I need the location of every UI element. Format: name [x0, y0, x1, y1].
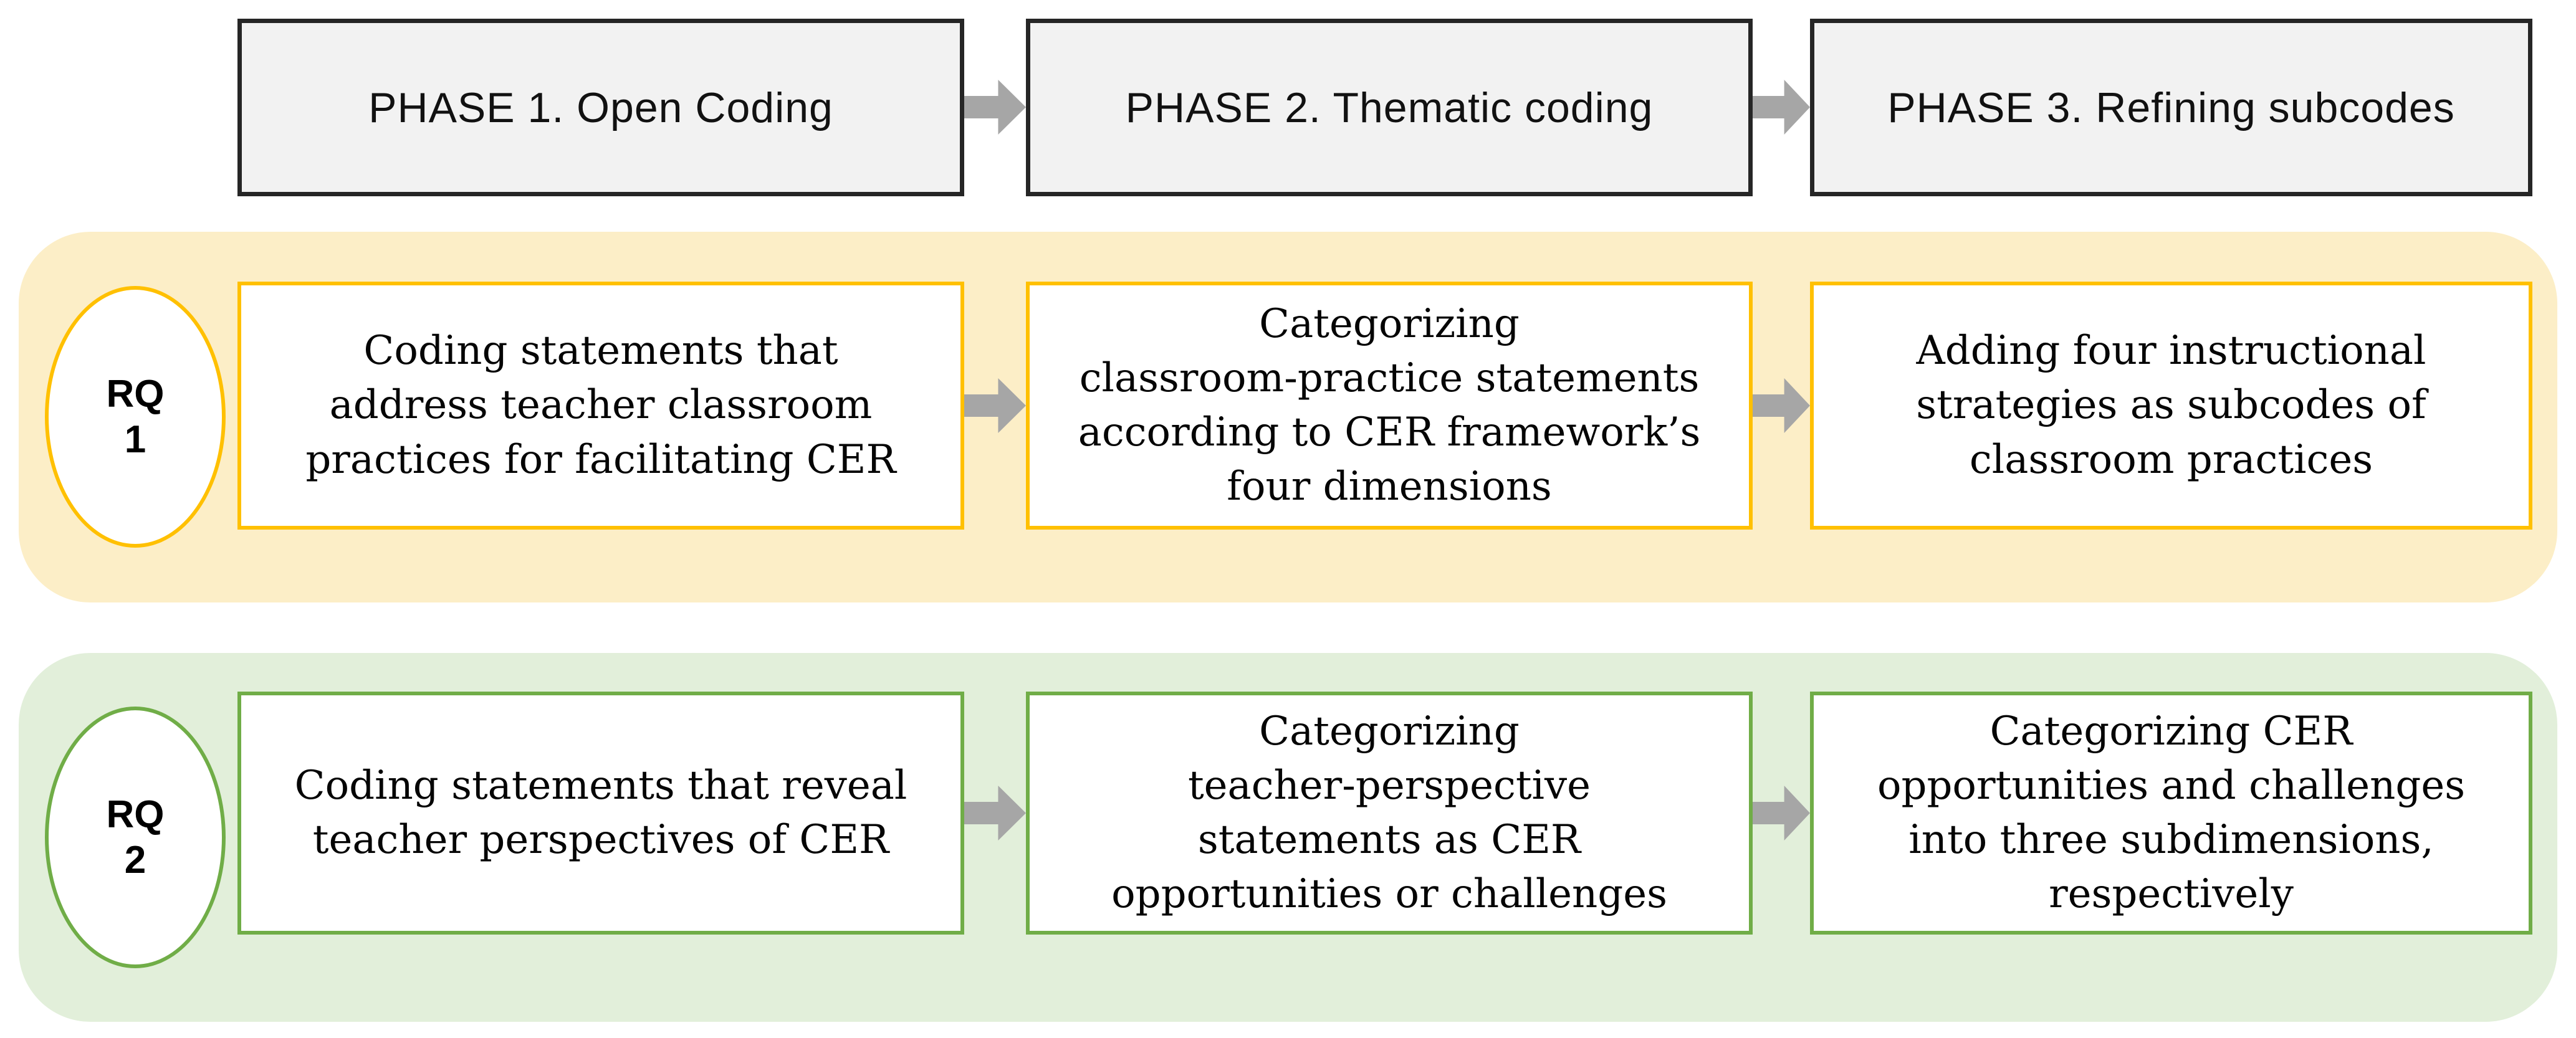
rq1-step-3-box: Adding four instructional strategies as …	[1810, 282, 2532, 530]
step-text-line: address teacher classroom	[329, 382, 873, 429]
rq1-step-1-box: Coding statements that address teacher c…	[237, 282, 964, 530]
step-text-line: into three subdimensions,	[1908, 817, 2434, 863]
arrow-right-icon	[1753, 80, 1810, 135]
arrow-right-icon	[964, 378, 1026, 433]
rq1-badge: RQ 1	[45, 286, 226, 548]
rq-number: 1	[124, 418, 146, 461]
phase-1-label: PHASE 1. Open Coding	[368, 83, 833, 131]
rq1-step-2-box: Categorizing classroom-practice statemen…	[1026, 282, 1753, 530]
step-text-line: four dimensions	[1227, 464, 1552, 510]
step-text-line: Categorizing CER	[1989, 708, 2353, 755]
step-text-line: respectively	[2049, 871, 2294, 918]
rq-label: RQ	[106, 793, 165, 836]
phase-2-label: PHASE 2. Thematic coding	[1125, 83, 1654, 131]
arrow-right-icon	[1753, 786, 1810, 840]
step-text-line: Coding statements that	[363, 328, 838, 374]
rq-number: 2	[124, 839, 146, 882]
arrow-right-icon	[964, 80, 1026, 135]
arrow-right-icon	[964, 786, 1026, 840]
step-text-line: statements as CER	[1197, 817, 1581, 863]
step-text-line: strategies as subcodes of	[1916, 382, 2426, 429]
phase-1-box: PHASE 1. Open Coding	[237, 19, 964, 196]
phase-3-box: PHASE 3. Refining subcodes	[1810, 19, 2532, 196]
step-text-line: opportunities and challenges	[1877, 762, 2466, 809]
step-text-line: teacher perspectives of CER	[312, 817, 889, 863]
step-text-line: Coding statements that reveal	[294, 762, 907, 809]
rq2-step-3-box: Categorizing CER opportunities and chall…	[1810, 692, 2532, 935]
rq2-step-1-box: Coding statements that reveal teacher pe…	[237, 692, 964, 935]
phase-3-label: PHASE 3. Refining subcodes	[1887, 83, 2455, 131]
rq2-row-band: RQ 2 Coding statements that reveal teach…	[19, 653, 2557, 1022]
rq2-step-2-box: Categorizing teacher-perspective stateme…	[1026, 692, 1753, 935]
step-text-line: Categorizing	[1259, 708, 1520, 755]
step-text-line: according to CER framework’s	[1078, 409, 1701, 455]
step-text-line: opportunities or challenges	[1111, 871, 1667, 918]
step-text-line: classroom-practice statements	[1079, 355, 1700, 401]
step-text-line: practices for facilitating CER	[305, 436, 896, 483]
rq2-badge: RQ 2	[45, 707, 226, 968]
arrow-right-icon	[1753, 378, 1810, 433]
step-text-line: Categorizing	[1259, 300, 1520, 347]
step-text-line: classroom practices	[1969, 436, 2373, 483]
step-text-line: Adding four instructional	[1916, 328, 2426, 374]
phase-2-box: PHASE 2. Thematic coding	[1026, 19, 1753, 196]
step-text-line: teacher-perspective	[1187, 762, 1591, 809]
rq-label: RQ	[106, 372, 165, 416]
rq1-row-band: RQ 1 Coding statements that address teac…	[19, 232, 2557, 602]
